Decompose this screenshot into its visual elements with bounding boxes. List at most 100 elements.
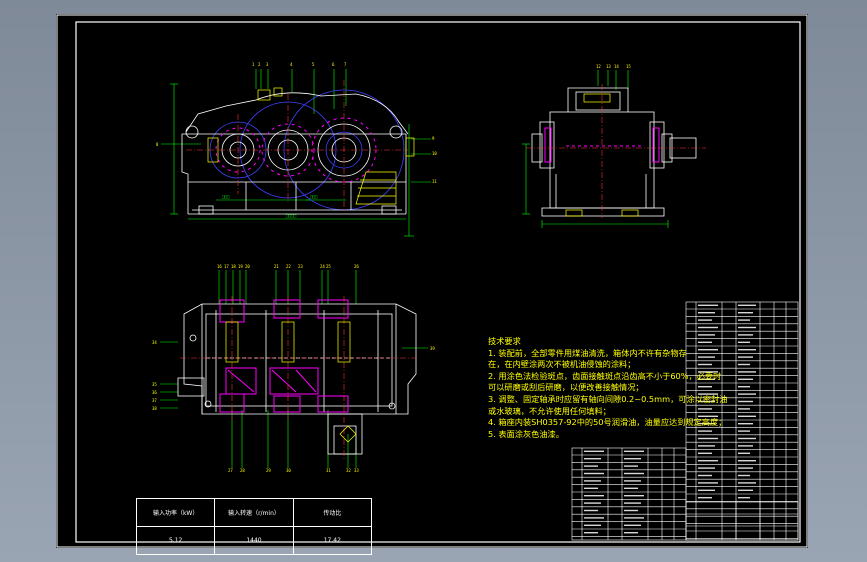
- parts-list-cell-mark: [584, 480, 601, 482]
- technical-requirements: 技术要求 1. 装配前，全部零件用煤油清洗，箱体内不许有杂物存 在，在内壁涂两次…: [488, 336, 728, 440]
- svg-text:38: 38: [152, 406, 157, 411]
- svg-text:9: 9: [432, 136, 435, 141]
- svg-text:27: 27: [228, 468, 233, 473]
- svg-text:3: 3: [266, 62, 269, 67]
- outer-frame: [56, 14, 808, 548]
- parts-list-cell-mark: [698, 312, 715, 314]
- technical-requirement-line: 2. 用涂色法检验斑点，齿面接触斑点沿齿高不小于60%，必要时: [488, 370, 722, 381]
- svg-text:1: 1: [252, 62, 255, 67]
- parts-list-marks: [584, 304, 756, 534]
- svg-text:23: 23: [298, 264, 303, 269]
- svg-text:37: 37: [152, 398, 157, 403]
- parts-list-cell-mark: [698, 423, 715, 425]
- svg-text:30: 30: [286, 468, 291, 473]
- parts-list-cell-mark: [584, 472, 604, 475]
- parts-list-cell-mark: [698, 497, 712, 499]
- spec-header-power: 输入功率（kW）: [135, 498, 216, 527]
- svg-text:34: 34: [152, 340, 157, 345]
- parts-list-cell-mark: [624, 502, 641, 504]
- parts-list-cell-mark: [698, 452, 712, 454]
- svg-text:□□□: □□□: [222, 194, 230, 199]
- technical-requirement-line: 3. 调整、固定轴承时应留有轴向间隙0.2~0.5mm，可涂以密封油: [488, 393, 728, 404]
- svg-text:28: 28: [240, 468, 245, 473]
- parts-list-cell-mark: [698, 437, 718, 440]
- parts-list-cell-mark: [738, 378, 753, 380]
- parts-list-cell-mark: [738, 349, 756, 351]
- parts-list-cell-mark: [698, 386, 712, 388]
- spec-value-ratio: 17.42: [292, 526, 373, 555]
- parts-list-cell-mark: [624, 524, 641, 526]
- svg-text:26: 26: [354, 264, 359, 269]
- parts-list-cell-mark: [738, 356, 753, 358]
- parts-list-cell-mark: [698, 356, 715, 358]
- parts-list-cell-mark: [698, 319, 712, 321]
- parts-list-cell-mark: [738, 408, 750, 410]
- parts-list-cell-mark: [738, 489, 753, 491]
- parts-list-cell-mark: [698, 482, 718, 484]
- parts-list-cell-mark: [624, 458, 641, 460]
- parts-list-cell-mark: [738, 452, 750, 454]
- parts-list-cell-mark: [738, 393, 756, 395]
- parts-list-cell-mark: [584, 502, 601, 504]
- parts-list-cell-mark: [738, 474, 750, 477]
- parts-list-cell-mark: [698, 474, 712, 477]
- parts-list-cell-mark: [584, 458, 601, 460]
- title-block: [685, 501, 799, 541]
- parts-list-cell-mark: [738, 467, 753, 469]
- parts-list-cell-mark: [698, 445, 715, 447]
- parts-list-cell-mark: [698, 408, 712, 410]
- svg-text:35: 35: [152, 382, 157, 387]
- parts-list-cell-mark: [738, 497, 750, 499]
- parts-list-cell-mark: [698, 326, 718, 329]
- parts-list-cell-mark: [698, 400, 715, 403]
- svg-text:31: 31: [326, 468, 331, 473]
- parts-list-cell-mark: [584, 495, 604, 497]
- parts-list-cell-mark: [584, 524, 601, 526]
- svg-text:10: 10: [432, 151, 437, 156]
- parts-list-cell-mark: [738, 386, 750, 388]
- parts-list-cell-mark: [624, 517, 644, 519]
- parts-list-cell-mark: [738, 400, 753, 403]
- svg-text:□□□: □□□: [310, 194, 318, 199]
- technical-requirements-title: 技术要求: [488, 336, 521, 346]
- svg-text:25: 25: [326, 264, 331, 269]
- parts-list-cell-mark: [584, 532, 598, 534]
- parts-list-cell-mark: [738, 319, 750, 321]
- technical-requirement-line: 可以研磨或刮后研磨，以便改善接触情况；: [488, 382, 644, 393]
- svg-text:16: 16: [217, 264, 222, 269]
- parts-list-cell-mark: [624, 450, 644, 452]
- parts-list-cell-mark: [738, 460, 756, 462]
- parts-list-cell-mark: [624, 465, 638, 467]
- svg-text:19: 19: [238, 264, 243, 269]
- parts-list-cell-mark: [584, 517, 604, 519]
- parts-list-cell-mark: [738, 445, 753, 447]
- parts-list-cell-mark: [738, 363, 750, 366]
- svg-text:36: 36: [152, 390, 157, 395]
- parts-list-cell-mark: [624, 480, 641, 482]
- parts-list-cell-mark: [738, 341, 750, 343]
- svg-text:24: 24: [320, 264, 325, 269]
- svg-text:5: 5: [312, 62, 315, 67]
- svg-text:21: 21: [274, 264, 279, 269]
- parts-list-cell-mark: [624, 472, 644, 475]
- parts-list-cell-mark: [698, 415, 718, 417]
- parts-list: [571, 301, 799, 541]
- parts-list-cell-mark: [698, 371, 718, 373]
- parts-list-cell-mark: [738, 415, 756, 417]
- parts-list-cell-mark: [624, 532, 638, 534]
- svg-text:15: 15: [626, 64, 631, 69]
- spec-value-speed: 1440: [214, 526, 294, 555]
- technical-requirement-line: 5. 表面涂灰色油漆。: [488, 428, 564, 439]
- parts-list-cell-mark: [698, 334, 715, 336]
- parts-list-cell-mark: [698, 460, 718, 462]
- spec-header-ratio: 传动比: [292, 498, 373, 527]
- parts-list-cell-mark: [698, 304, 718, 306]
- spec-table: 输入功率（kW） 输入转速（r/min） 传动比 5.12 1440 17.42: [135, 498, 373, 555]
- svg-text:14: 14: [614, 64, 619, 69]
- parts-list-cell-mark: [698, 363, 712, 366]
- parts-list-cell-mark: [738, 371, 756, 373]
- technical-requirement-line: 4. 箱座内装SH0357-92中的50号润滑油，油量应达到规定高度；: [488, 417, 727, 428]
